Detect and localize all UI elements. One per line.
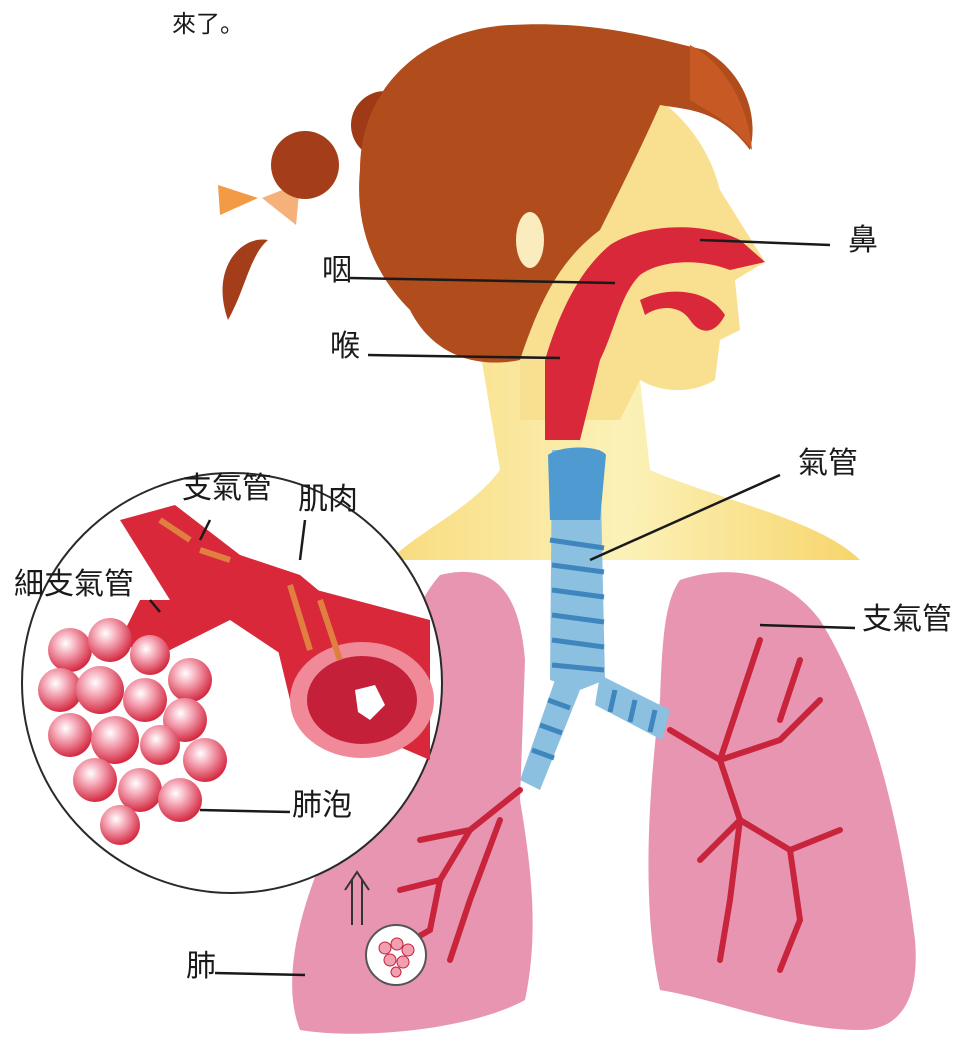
label-trachea: 氣管	[798, 449, 858, 479]
top-text: 來了。	[172, 4, 244, 39]
label-pharynx: 咽	[322, 256, 352, 286]
inset-magnifier	[22, 473, 442, 893]
label-muscle: 肌肉	[298, 485, 358, 515]
label-larynx: 喉	[330, 332, 360, 362]
label-bronchus-inset: 支氣管	[182, 474, 272, 504]
label-lung: 肺	[186, 952, 216, 982]
alveoli-sample-circle	[366, 925, 426, 985]
label-alveoli: 肺泡	[292, 791, 352, 821]
label-bronchiole: 細支氣管	[14, 570, 134, 600]
label-nose: 鼻	[848, 226, 878, 256]
label-bronchus-right: 支氣管	[862, 605, 952, 635]
